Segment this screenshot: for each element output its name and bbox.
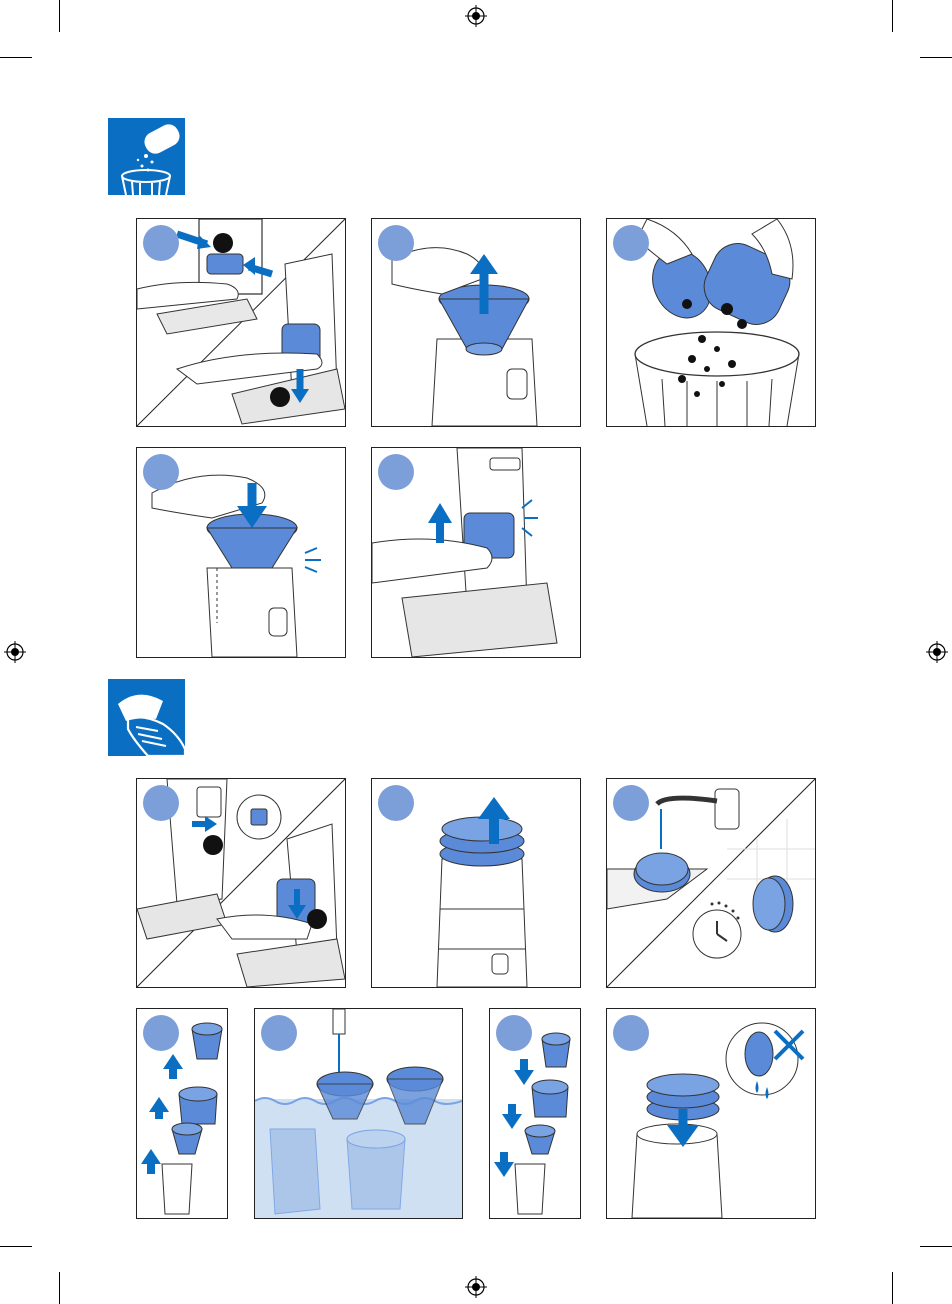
registration-mark-icon [4, 641, 26, 663]
hand-wiping-icon [108, 679, 185, 756]
crop-mark [0, 1246, 32, 1247]
crop-mark [59, 0, 60, 32]
registration-mark-icon [926, 641, 948, 663]
step-number-badge [143, 1015, 179, 1051]
step-number-badge [613, 225, 649, 261]
step-panel-reattach-container [371, 447, 581, 658]
step-panel-detach-container [136, 218, 346, 427]
step-panel-empty-into-bin [606, 218, 816, 427]
step-number-badge [143, 454, 179, 490]
step-number-badge [613, 785, 649, 821]
step-number-badge [613, 1015, 649, 1051]
crop-mark [892, 1272, 893, 1304]
step-number-badge [496, 1015, 532, 1051]
step-number-badge [261, 1015, 297, 1051]
crop-mark [920, 1246, 952, 1247]
step-panel-reassemble-filters [489, 1008, 581, 1219]
step-panel-release-container [136, 778, 346, 988]
step-number-badge [378, 785, 414, 821]
trash-bin-pouring-icon [108, 118, 185, 195]
crop-mark [59, 1272, 60, 1304]
registration-mark-icon [465, 5, 487, 27]
step-panel-lift-filter [371, 218, 581, 427]
crop-mark [892, 0, 893, 32]
registration-mark-icon [465, 1276, 487, 1298]
crop-mark [0, 57, 32, 58]
step-number-badge [378, 454, 414, 490]
step-panel-wash-in-water [254, 1008, 463, 1219]
step-number-badge [378, 225, 414, 261]
step-number-badge [143, 785, 179, 821]
step-number-badge [143, 225, 179, 261]
step-panel-dry-filter-before-insert [606, 1008, 816, 1219]
crop-mark [920, 57, 952, 58]
step-panel-remove-filter-cap [371, 778, 581, 988]
step-panel-rinse-and-dry [606, 778, 816, 988]
step-panel-disassemble-filters [136, 1008, 228, 1219]
step-panel-insert-filter [136, 447, 346, 658]
